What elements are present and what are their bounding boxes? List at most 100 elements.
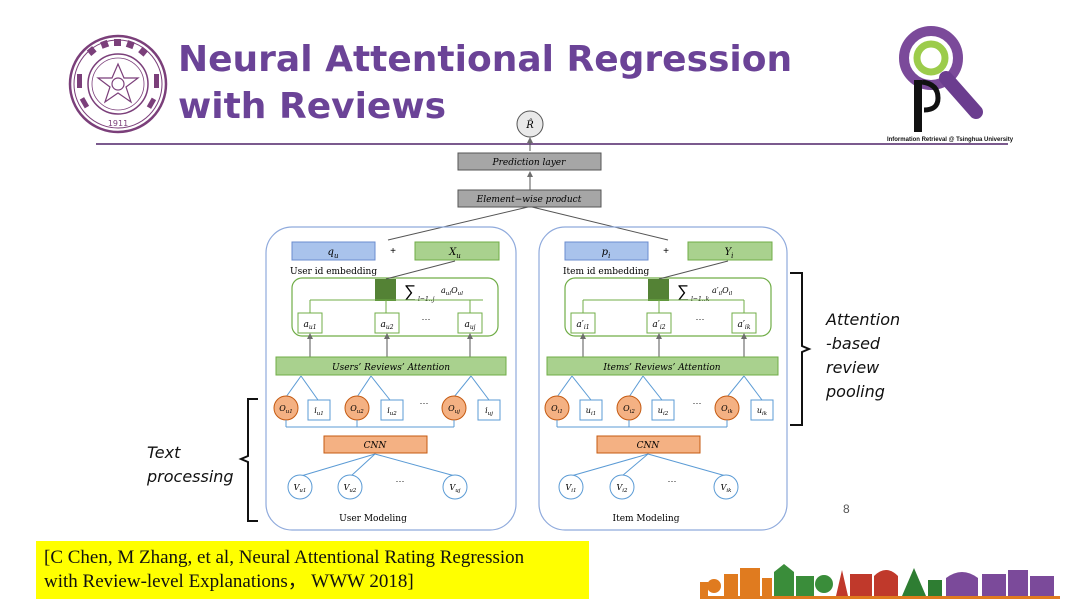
slide-title: Neural Attentional Regression with Revie… <box>178 36 792 130</box>
user-weights-ellipsis: ··· <box>422 314 431 324</box>
seal-year: 1911 <box>108 119 128 128</box>
user-item-id-2 <box>380 399 404 421</box>
user-modeling-panel <box>265 226 517 531</box>
page-number: 8 <box>843 502 850 516</box>
user-sum-term: aulOul <box>441 286 463 297</box>
user-attention-weight-j-label: auj <box>464 320 475 331</box>
user-id-embedding-label: User id embedding <box>290 267 377 277</box>
user-sum-symbol: ∑ <box>404 282 416 301</box>
item-review-input-2 <box>609 474 635 500</box>
user-review-input-2 <box>337 474 363 500</box>
item-review-input-1-label: Vi1 <box>565 483 576 494</box>
annotation-line: Text <box>147 443 181 462</box>
item-user-id-k-label: uik <box>757 406 768 417</box>
item-user-id-k <box>750 399 774 421</box>
item-review-input-k-label: Vik <box>721 483 733 494</box>
user-x-vector-symbol: Xu <box>448 247 461 260</box>
lab-caption: Information Retrieval @ Tsinghua Univers… <box>887 137 1014 143</box>
item-sum-term: a′ilOil <box>712 286 732 297</box>
ir-lab-logo-icon: Information Retrieval @ Tsinghua Univers… <box>887 26 1014 143</box>
user-cnn-label: CNN <box>364 441 388 451</box>
item-weights-ellipsis: ··· <box>696 314 705 324</box>
item-modeling-panel <box>538 226 788 531</box>
user-item-id-2-label: iu2 <box>387 406 397 417</box>
item-aggregated-feature <box>648 279 669 301</box>
users-reviews-attention-layer <box>275 356 507 376</box>
user-review-output-1 <box>273 395 299 421</box>
item-modeling-label: Item Modeling <box>613 514 680 524</box>
item-id-embedding-symbol: pi <box>602 247 611 260</box>
item-user-id-1-label: ui1 <box>586 406 596 417</box>
item-inputs-ellipsis: ··· <box>668 476 677 486</box>
attention-pooling-annotation: Attention -based review pooling <box>826 308 900 404</box>
item-y-vector-symbol: Yi <box>725 247 734 260</box>
item-review-output-2-label: Oi2 <box>623 404 635 415</box>
item-attention-sum-group <box>564 277 772 337</box>
item-plus-sign: + <box>663 246 669 257</box>
user-x-vector-box <box>414 241 500 261</box>
item-outputs-ellipsis: ··· <box>693 398 702 408</box>
attention-pooling-bracket <box>790 272 812 426</box>
citation-line-1: [C Chen, M Zhang, et al, Neural Attentio… <box>44 547 525 568</box>
annotation-line: review <box>826 358 880 377</box>
title-line-1: Neural Attentional Regression <box>178 39 793 80</box>
user-review-input-1-label: Vu1 <box>294 483 307 494</box>
user-outputs-ellipsis: ··· <box>420 398 429 408</box>
user-review-input-2-label: Vu2 <box>344 483 357 494</box>
citation-box: [C Chen, M Zhang, et al, Neural Attentio… <box>36 541 589 599</box>
user-plus-sign: + <box>390 246 396 257</box>
item-cnn-label: CNN <box>637 441 661 451</box>
elementwise-product-box <box>457 189 602 208</box>
title-divider <box>96 143 1008 145</box>
annotation-line: -based <box>826 334 881 353</box>
user-cnn-box <box>323 435 428 454</box>
item-review-input-1 <box>558 474 584 500</box>
user-modeling-label: User Modeling <box>339 514 407 524</box>
university-seal-icon: 1911 <box>68 34 168 134</box>
item-review-output-k-label: Oik <box>721 404 733 415</box>
prediction-layer-box <box>457 152 602 171</box>
user-item-id-j-label: iuj <box>485 406 493 417</box>
user-review-output-j-label: Ouj <box>448 404 460 415</box>
item-attention-weight-k-label: a′ik <box>738 320 751 331</box>
citation-line-2: with Review-level Explanations， WWW 2018… <box>44 571 414 592</box>
item-review-input-2-label: Vi2 <box>616 483 628 494</box>
elementwise-product-label: Element−wise product <box>476 195 582 205</box>
user-review-input-j <box>442 474 468 500</box>
user-review-input-j-label: Vuj <box>449 483 460 494</box>
user-attention-weight-1-label: au1 <box>303 320 316 331</box>
item-user-id-1 <box>579 399 603 421</box>
item-user-id-2-label: ui2 <box>658 406 669 417</box>
user-item-id-j <box>477 399 501 421</box>
item-id-embedding-label: Item id embedding <box>563 267 650 277</box>
user-aggregated-feature <box>375 279 396 301</box>
item-attention-weight-2-label: a′i2 <box>652 320 665 331</box>
prediction-output-label: R̂ <box>525 119 534 131</box>
item-y-vector-box <box>687 241 773 261</box>
items-reviews-attention-layer <box>546 356 779 376</box>
user-id-embedding-symbol: qu <box>328 247 339 260</box>
text-processing-bracket <box>238 398 258 522</box>
title-line-2: with Reviews <box>178 86 447 127</box>
user-id-embedding-box <box>291 241 376 261</box>
user-review-output-1-label: Ou1 <box>279 404 293 415</box>
annotation-line: pooling <box>826 382 885 401</box>
user-review-output-2 <box>344 395 370 421</box>
user-attention-weight-2-label: au2 <box>380 320 393 331</box>
user-inputs-ellipsis: ··· <box>396 476 405 486</box>
user-review-output-2-label: Ou2 <box>350 404 364 415</box>
items-reviews-attention-label: Items’ Reviews’ Attention <box>602 363 720 373</box>
item-user-id-2 <box>651 399 675 421</box>
item-cnn-box <box>596 435 701 454</box>
text-processing-annotation: Text processing <box>147 441 234 489</box>
item-id-embedding-box <box>564 241 649 261</box>
user-review-input-1 <box>287 474 313 500</box>
prediction-layer-label: Prediction layer <box>492 158 567 168</box>
annotation-line: Attention <box>826 310 901 329</box>
user-item-id-1 <box>307 399 331 421</box>
users-reviews-attention-label: Users’ Reviews’ Attention <box>332 363 450 373</box>
campus-skyline-icon <box>700 564 1060 599</box>
user-attention-sum-group <box>291 277 499 337</box>
user-item-id-1-label: iu1 <box>314 406 324 417</box>
